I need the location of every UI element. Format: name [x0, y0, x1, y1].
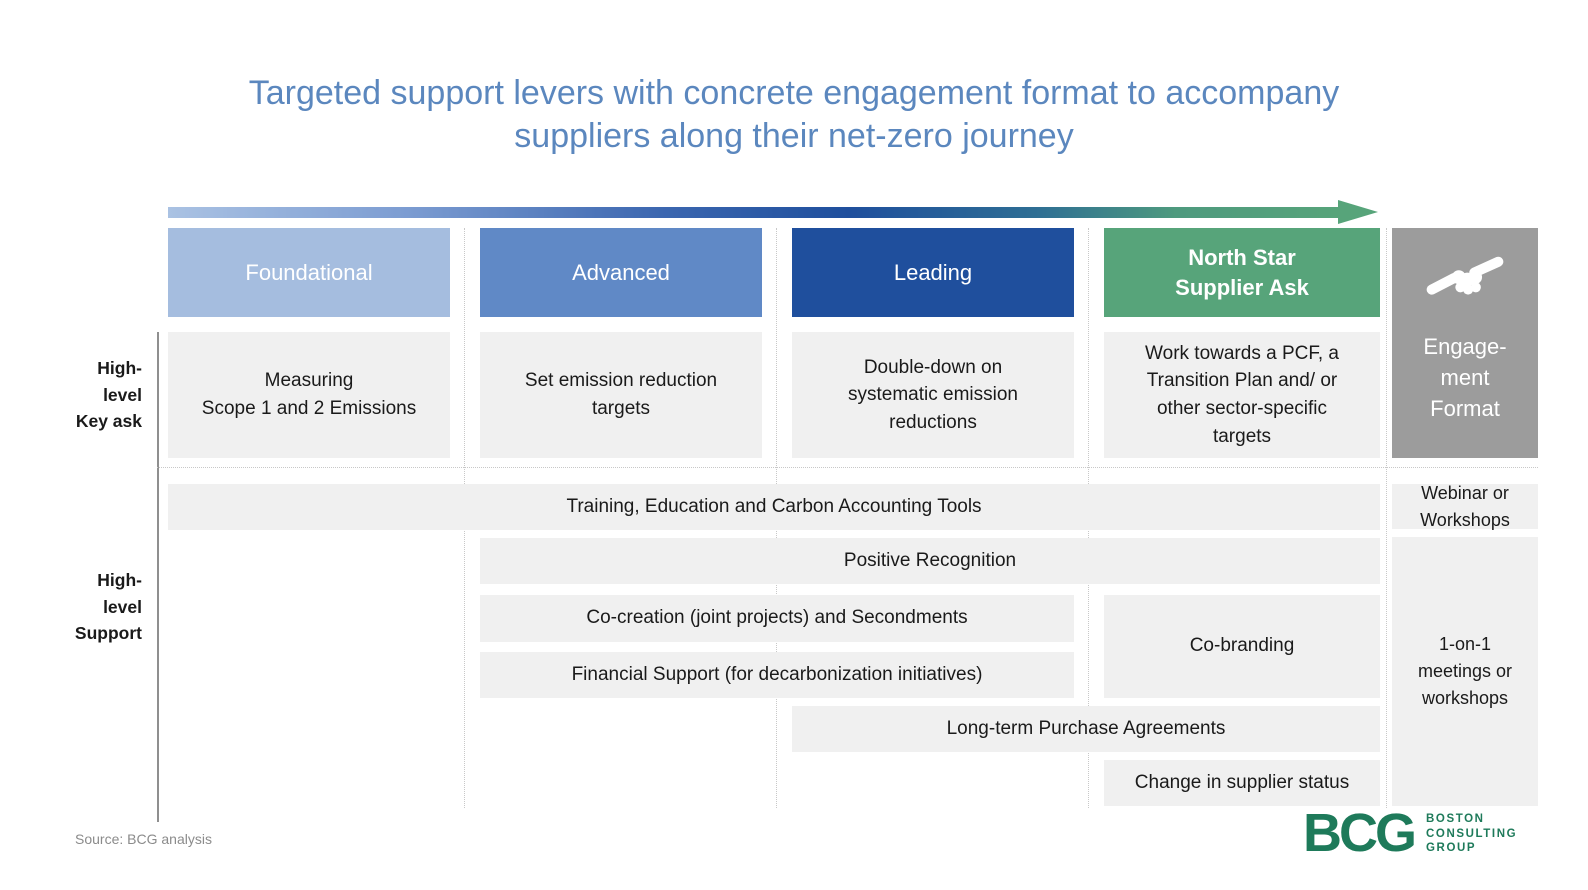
stage-header-leading: Leading: [792, 228, 1074, 317]
page-title-line2: suppliers along their net-zero journey: [514, 117, 1074, 156]
stage-header-foundational: Foundational: [168, 228, 450, 317]
key-ask-foundational: Measuring Scope 1 and 2 Emissions: [168, 332, 450, 458]
support-bar-co-branding: Co-branding: [1104, 595, 1380, 698]
source-note: Source: BCG analysis: [75, 831, 212, 847]
support-bar-financial-support: Financial Support (for decarbonization i…: [480, 652, 1074, 698]
key-ask-north-star: Work towards a PCF, a Transition Plan an…: [1104, 332, 1380, 458]
bcg-logo: BCG BOSTON CONSULTING GROUP: [1303, 806, 1517, 860]
axis-line-vertical: [157, 332, 159, 822]
stage-header-advanced-label: Advanced: [572, 259, 670, 285]
support-bar-supplier-status-label: Change in supplier status: [1134, 771, 1350, 793]
key-ask-foundational-text: Measuring Scope 1 and 2 Emissions: [201, 370, 417, 419]
bcg-wordmark-line1: BOSTON: [1426, 813, 1485, 826]
divider-dotted-horizontal: [157, 467, 1538, 468]
engagement-one-on-one-label: 1-on-1 meetings or workshops: [1417, 634, 1513, 708]
maturity-arrow: [168, 207, 1340, 218]
stage-header-advanced: Advanced: [480, 228, 762, 317]
engagement-webinar-box: Webinar or Workshops: [1392, 483, 1538, 530]
row-label-support: High- level Support: [74, 570, 142, 644]
engagement-format-header: Engage- ment Format: [1392, 228, 1538, 458]
engagement-format-title: Engage- ment Format: [1423, 334, 1507, 422]
support-bar-training-label: Training, Education and Carbon Accountin…: [566, 495, 982, 517]
key-ask-leading: Double-down on systematic emission reduc…: [792, 332, 1074, 458]
row-label-key-ask: High- level Key ask: [75, 358, 142, 432]
key-ask-north-star-text: Work towards a PCF, a Transition Plan an…: [1145, 342, 1339, 447]
support-bar-supplier-status: Change in supplier status: [1104, 760, 1380, 806]
bcg-logo-mark: BCG: [1303, 803, 1417, 863]
support-bar-co-branding-label: Co-branding: [1189, 635, 1295, 657]
maturity-arrow-head-icon: [1338, 200, 1378, 224]
support-bar-long-term-purchase: Long-term Purchase Agreements: [792, 706, 1380, 752]
support-bar-long-term-purchase-label: Long-term Purchase Agreements: [946, 717, 1226, 739]
engagement-one-on-one-box: 1-on-1 meetings or workshops: [1392, 537, 1538, 806]
column-separator-4: [1386, 228, 1387, 808]
support-bar-co-creation: Co-creation (joint projects) and Secondm…: [480, 595, 1074, 642]
engagement-webinar-label: Webinar or Workshops: [1420, 482, 1510, 530]
stage-header-foundational-label: Foundational: [245, 259, 373, 285]
support-bar-positive-recognition-label: Positive Recognition: [843, 549, 1017, 571]
support-bar-positive-recognition: Positive Recognition: [480, 538, 1380, 584]
support-bar-training: Training, Education and Carbon Accountin…: [168, 484, 1380, 530]
key-ask-advanced-text: Set emission reduction targets: [524, 370, 718, 419]
support-bar-co-creation-label: Co-creation (joint projects) and Secondm…: [586, 607, 968, 629]
page-title-line1: Targeted support levers with concrete en…: [248, 74, 1340, 112]
stage-header-north-star-label: North Star Supplier Ask: [1175, 244, 1309, 300]
stage-header-north-star: North Star Supplier Ask: [1104, 228, 1380, 317]
handshake-icon: [1426, 254, 1504, 307]
bcg-wordmark-line2: CONSULTING: [1426, 827, 1518, 840]
key-ask-leading-text: Double-down on systematic emission reduc…: [848, 356, 1018, 433]
support-bar-financial-support-label: Financial Support (for decarbonization i…: [571, 663, 983, 685]
page-title: Targeted support levers with concrete en…: [0, 72, 1588, 158]
bcg-logo-wordmark: BOSTON CONSULTING GROUP: [1426, 812, 1517, 855]
key-ask-advanced: Set emission reduction targets: [480, 332, 762, 458]
bcg-wordmark-line3: GROUP: [1426, 842, 1477, 855]
stage-header-leading-label: Leading: [893, 259, 973, 285]
